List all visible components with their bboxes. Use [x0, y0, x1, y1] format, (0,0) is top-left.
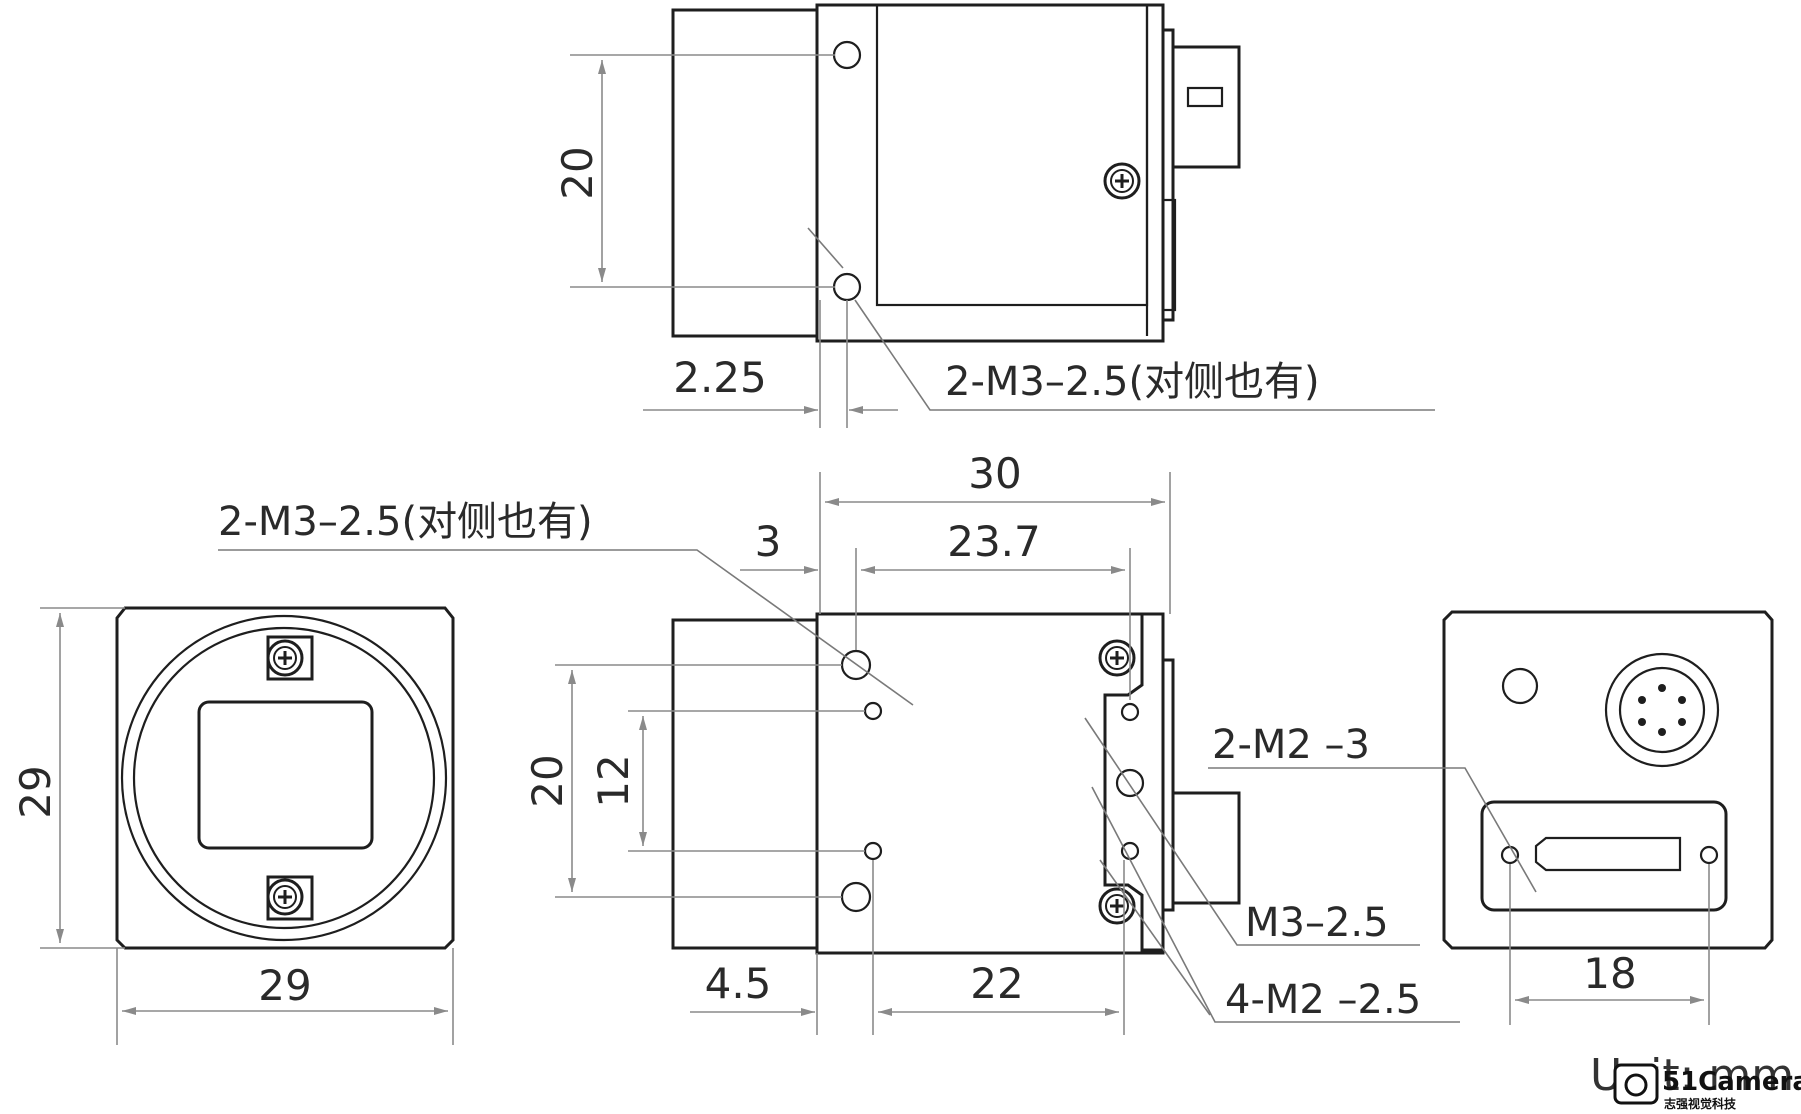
side-dim-4-5: 4.5: [705, 959, 772, 1008]
top-screw-icon: [1103, 162, 1141, 200]
side-dim-3: 3: [755, 517, 782, 566]
front-screw-bottom-icon: [266, 878, 304, 916]
front-dim-29-h: 29: [11, 765, 60, 818]
front-dim-29-w: 29: [258, 961, 311, 1010]
side-m2-note: 4-M2 –2.5: [1225, 977, 1421, 1023]
front-sensor-window: [197, 700, 374, 850]
front-mount-ring-outer: [120, 614, 448, 942]
side-mount-note: 2-M3–2.5(对侧也有): [218, 499, 593, 545]
front-view: 29 29: [11, 606, 455, 1045]
rear-view: 2-M2 –3 18: [1208, 610, 1774, 1025]
side-connector: [1171, 791, 1241, 905]
side-dim-20: 20: [523, 754, 572, 807]
top-connector-slot: [1186, 86, 1224, 108]
front-screw-top-icon: [266, 639, 304, 677]
rear-connector-pins: [1638, 684, 1686, 736]
brand-logo: 51Camera 志强视觉科技: [1613, 1063, 1801, 1111]
top-dim-20: 20: [553, 146, 602, 199]
side-dim-23-7: 23.7: [947, 517, 1041, 566]
top-mount-note: 2-M3–2.5(对侧也有): [945, 359, 1320, 405]
rear-m2-note: 2-M2 –3: [1212, 722, 1370, 768]
side-dim-12: 12: [589, 754, 638, 807]
top-lens-mount: [671, 8, 819, 338]
rear-data-port-frame: [1480, 800, 1728, 912]
side-dim-22: 22: [970, 959, 1023, 1008]
top-view: 20 2.25 2-M3–2.5(对侧也有): [553, 3, 1435, 428]
side-m3-note: M3–2.5: [1245, 900, 1389, 946]
side-lens-mount: [671, 618, 819, 950]
top-rear-plate: [1161, 28, 1175, 322]
side-screw-top-icon: [1098, 639, 1136, 677]
logo-brand: 51Camera: [1662, 1067, 1801, 1097]
side-screw-bottom-icon: [1098, 887, 1136, 925]
rear-dim-18: 18: [1583, 949, 1636, 998]
camera-logo-icon: [1613, 1063, 1659, 1105]
top-connector: [1171, 45, 1241, 169]
rear-data-port: [1534, 836, 1682, 872]
rear-power-connector-outer: [1604, 652, 1720, 768]
top-dim-2-25: 2.25: [673, 353, 767, 402]
side-view: 30 3 23.7 20 12 4.5 22 2-M3–2.5(对侧也有) M3…: [218, 449, 1460, 1035]
logo-tagline: 志强视觉科技: [1664, 1096, 1737, 1111]
front-mount-ring-inner: [132, 626, 436, 930]
side-dim-30: 30: [968, 449, 1021, 498]
rear-led-hole: [1501, 667, 1539, 705]
